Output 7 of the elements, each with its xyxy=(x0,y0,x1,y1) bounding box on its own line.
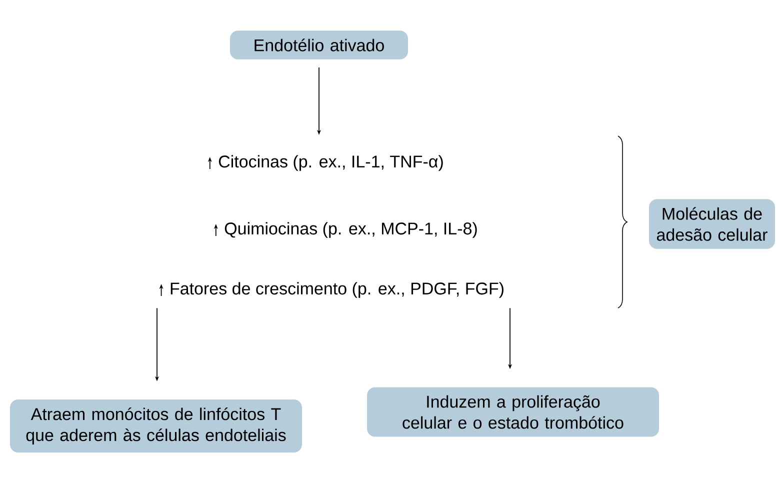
process-box: Moléculas de adesão celular xyxy=(649,199,775,249)
list-item: Citocinas (p. ex., IL-1, TNF-α) xyxy=(218,155,443,171)
process-box: Endotélio ativado xyxy=(230,30,408,60)
process-box: Induzem a proliferação celular e o estado trombótico xyxy=(367,387,659,437)
process-box: Atraem monócitos de linfócitos T que aderem às células endoteliais xyxy=(10,399,302,453)
list-item: Fatores de crescimento (p. ex., PDGF, FGF) xyxy=(170,282,504,298)
list-item: Quimiocinas (p. ex., MCP-1, IL-8) xyxy=(224,222,477,238)
